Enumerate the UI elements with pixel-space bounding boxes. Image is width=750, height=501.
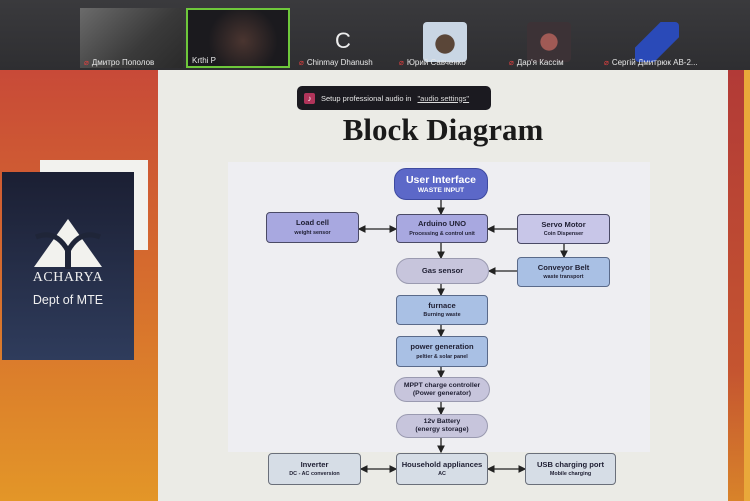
block-title: Conveyor Belt — [537, 262, 590, 272]
slide-decoration — [744, 70, 750, 501]
block-subtitle: (energy storage) — [415, 426, 469, 433]
participant-name: Chinmay Dhanush — [306, 58, 373, 67]
block-subtitle: WASTE INPUT — [417, 186, 465, 194]
block-title: User Interface — [405, 173, 477, 186]
block-mppt-controller: MPPT charge controller (Power generator) — [394, 377, 490, 402]
block-title: Servo Motor — [541, 219, 586, 229]
block-gas-sensor: Gas sensor — [396, 258, 489, 284]
block-battery: 12v Battery (energy storage) — [396, 414, 488, 438]
block-subtitle: Processing & control unit — [409, 230, 475, 237]
participant-tile[interactable]: C ⌀Chinmay Dhanush — [295, 8, 390, 68]
block-title: USB charging port — [536, 459, 605, 469]
block-title: MPPT charge controller — [403, 381, 481, 389]
participant-tile[interactable]: ⌀Дмитро Пополов — [80, 8, 183, 68]
block-usb-charging: USB charging port Mobile charging — [525, 453, 616, 485]
participant-name: Сергій Дмитрюк АВ-2... — [611, 58, 698, 67]
participant-tile[interactable]: ⌀Дар'я Кассім — [505, 8, 595, 68]
participant-name: Krthi P — [192, 56, 217, 65]
block-subtitle: Coin Dispenser — [543, 231, 584, 238]
participant-tile[interactable]: ⌀Юрий Савченко — [395, 8, 485, 68]
block-conveyor-belt: Conveyor Belt waste transport — [517, 257, 610, 287]
avatar — [527, 22, 571, 62]
slide-title: Block Diagram — [342, 112, 544, 147]
block-subtitle: AC — [438, 471, 446, 478]
participant-name: Юрий Савченко — [406, 58, 466, 67]
avatar — [635, 22, 679, 62]
block-title: Inverter — [300, 459, 329, 469]
block-inverter: Inverter DC - AC conversion — [268, 453, 361, 485]
muted-mic-icon: ⌀ — [299, 58, 304, 67]
block-user-interface: User Interface WASTE INPUT — [394, 168, 488, 200]
participant-tile[interactable]: ⌀Сергій Дмитрюк АВ-2... — [600, 8, 720, 68]
block-subtitle: (Power generator) — [412, 389, 472, 397]
block-title: power generation — [410, 342, 474, 352]
block-subtitle: Burning waste — [423, 312, 461, 319]
acharya-logo-icon — [34, 219, 102, 269]
block-load-cell: Load cell weight sensor — [266, 212, 359, 243]
block-household-appliances: Household appliances AC — [396, 453, 488, 485]
block-arduino: Arduino UNO Processing & control unit — [396, 214, 488, 243]
block-title: Gas sensor — [421, 265, 464, 275]
block-furnace: furnace Burning waste — [396, 295, 488, 325]
logo-wordmark: ACHARYA — [32, 270, 104, 285]
audio-notification[interactable]: ♪ Setup professional audio in "audio set… — [297, 86, 491, 110]
participant-video — [80, 8, 183, 68]
block-subtitle: Mobile charging — [549, 471, 592, 478]
avatar — [423, 22, 467, 62]
block-title: 12v Battery — [423, 418, 461, 426]
block-servo-motor: Servo Motor Coin Dispenser — [517, 214, 610, 244]
block-power-generation: power generation peltier & solar panel — [396, 336, 488, 367]
participant-tile-active[interactable]: Krthi P — [186, 8, 290, 68]
block-subtitle: DC - AC conversion — [289, 471, 340, 478]
muted-mic-icon: ⌀ — [84, 58, 89, 67]
block-title: furnace — [428, 300, 456, 310]
notification-text: Setup professional audio in — [321, 93, 412, 103]
muted-mic-icon: ⌀ — [604, 58, 609, 67]
participant-strip: ⌀Дмитро Пополов Krthi P C ⌀Chinmay Dhanu… — [0, 0, 750, 70]
block-title: Household appliances — [401, 459, 483, 469]
participant-video — [188, 10, 288, 66]
block-title: Load cell — [296, 218, 329, 228]
music-note-icon: ♪ — [304, 92, 315, 104]
logo-card: ACHARYA Dept of MTE — [2, 172, 134, 360]
participant-name: Дар'я Кассім — [516, 58, 564, 67]
block-subtitle: weight sensor — [294, 229, 331, 236]
muted-mic-icon: ⌀ — [509, 58, 514, 67]
avatar-initial: C — [335, 28, 351, 53]
department-label: Dept of MTE — [32, 293, 104, 307]
block-subtitle: waste transport — [543, 274, 584, 281]
muted-mic-icon: ⌀ — [399, 58, 404, 67]
participant-name: Дмитро Пополов — [91, 58, 155, 67]
audio-settings-link[interactable]: "audio settings" — [417, 93, 470, 103]
block-subtitle: peltier & solar panel — [416, 353, 468, 360]
block-title: Arduino UNO — [417, 219, 467, 229]
